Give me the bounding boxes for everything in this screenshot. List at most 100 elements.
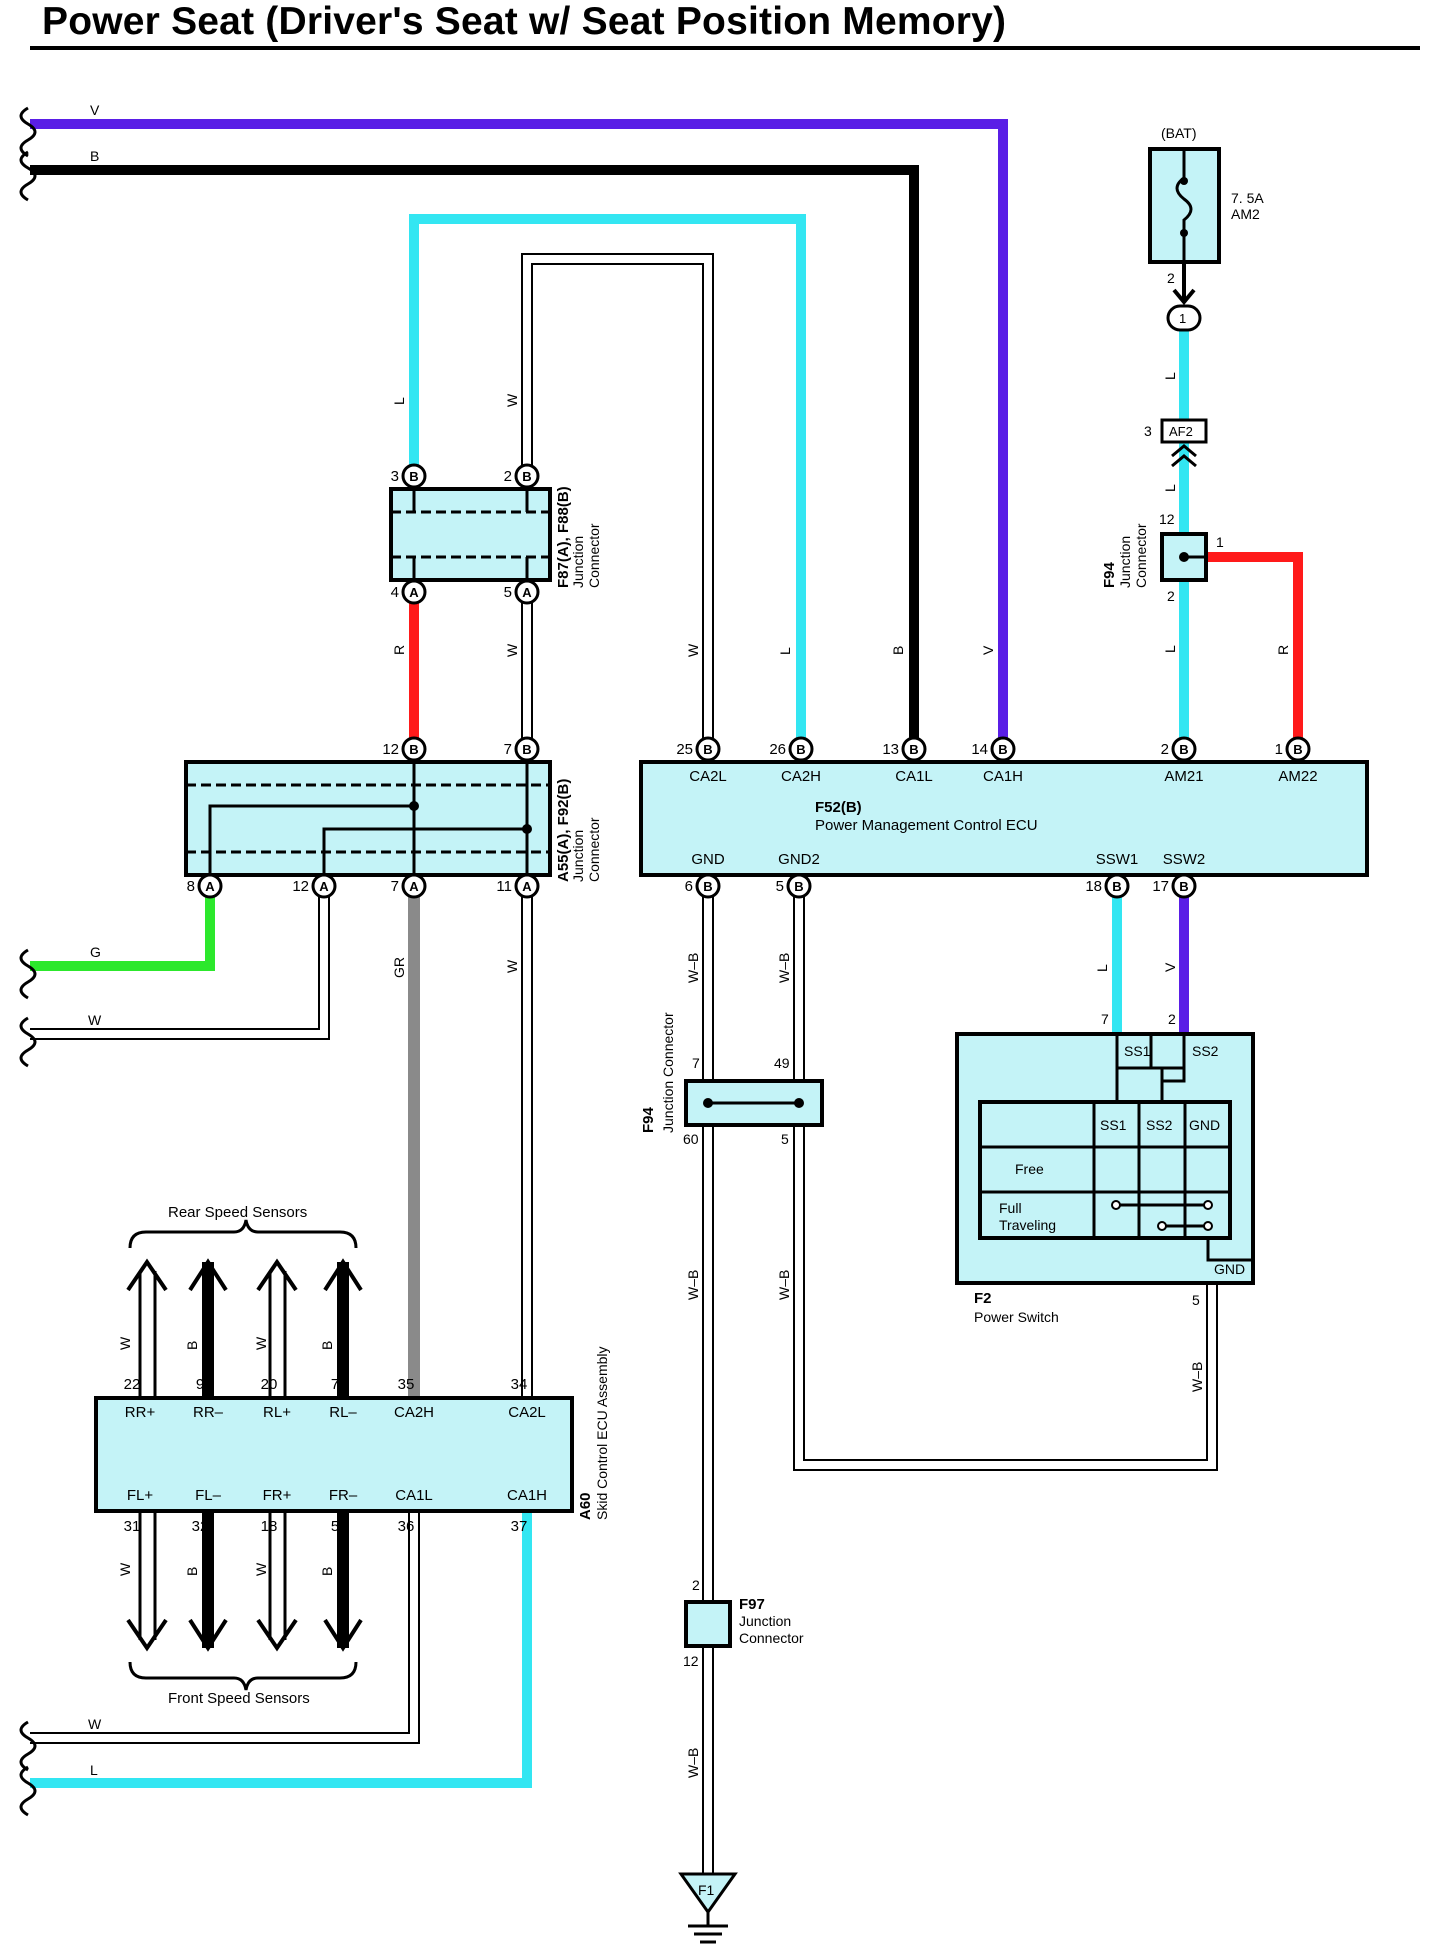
pin-letter: A: [409, 585, 419, 600]
connector-pin[interactable]: [1285, 736, 1311, 762]
connector-pin[interactable]: [990, 736, 1016, 762]
harness-label-w2: W: [88, 1716, 102, 1732]
wire-label: W–B: [685, 1270, 701, 1300]
af2-label: AF2: [1169, 424, 1193, 439]
power-management-ecu[interactable]: F52(B) Power Management Control ECU: [639, 760, 1369, 877]
connector-pin[interactable]: [514, 579, 540, 605]
wire-b-main[interactable]: [30, 165, 919, 749]
component-id: F94: [640, 1106, 657, 1133]
wire-v-main[interactable]: [30, 119, 1008, 749]
pin-signal-label: CA2H: [394, 1404, 434, 1421]
pin-number: 37: [511, 1518, 528, 1535]
arrow-icon: [188, 1618, 228, 1652]
pin-signal-label: FR–: [329, 1487, 358, 1504]
connector-pin[interactable]: [514, 736, 540, 762]
pin-number: 25: [676, 741, 693, 758]
component-desc: Junction: [739, 1613, 791, 1629]
connector-pin[interactable]: [311, 873, 337, 899]
junction-f97[interactable]: 2 12 F97 Junction Connector: [683, 1577, 804, 1669]
pin-number: 12: [292, 878, 309, 895]
skid-control-ecu[interactable]: A60 Skid Control ECU Assembly: [94, 1346, 610, 1520]
pin-signal-label: RR+: [125, 1404, 156, 1421]
wire-wb-gnd2[interactable]: [795, 886, 1216, 1469]
ground-f1[interactable]: F1: [678, 1872, 738, 1944]
front-sensor-wires: [126, 1512, 363, 1652]
pin-number: 36: [398, 1518, 415, 1535]
pin-signal-label: SSW1: [1096, 851, 1139, 868]
connector-pin[interactable]: [1104, 873, 1130, 899]
wire-g[interactable]: [30, 886, 215, 971]
wire-l-ca2h[interactable]: [409, 214, 806, 749]
switch-table: [978, 1100, 1232, 1240]
connector-pin[interactable]: [401, 736, 427, 762]
pin-number: 13: [882, 741, 899, 758]
pin-letter: B: [409, 469, 418, 484]
junction-f94-top[interactable]: 12 1 2 F94 Junction Connector: [1101, 511, 1224, 604]
connector-pin[interactable]: [197, 873, 223, 899]
pin-number: 8: [187, 878, 195, 895]
fuse-am2[interactable]: (BAT) 7. 5A AM2 2 1: [1148, 125, 1264, 332]
connector-pin[interactable]: [514, 873, 540, 899]
table-header: SS2: [1146, 1117, 1173, 1133]
connector-pin[interactable]: [401, 579, 427, 605]
pin-signal-label: AM22: [1278, 768, 1317, 785]
pin-signal-label: CA2L: [508, 1404, 546, 1421]
table-row-label: Free: [1015, 1161, 1044, 1177]
arrow-icon: [126, 1618, 168, 1652]
brace: [128, 1661, 358, 1691]
pin-number: 2: [1161, 741, 1169, 758]
connector-pin[interactable]: [786, 873, 812, 899]
junction-f87-f88[interactable]: F87(A), F88(B) Junction Connector: [389, 486, 602, 588]
wire-w-ca1l[interactable]: [30, 1512, 418, 1742]
pin-signal-label: RL+: [263, 1404, 291, 1421]
component-desc: Connector: [586, 523, 602, 588]
connector-pin[interactable]: [788, 736, 814, 762]
pin-label: 60: [683, 1131, 699, 1147]
pin-letter: B: [794, 879, 803, 894]
connector-pin[interactable]: [401, 873, 427, 899]
pin-number: 3: [391, 468, 399, 485]
pin-letter: B: [998, 742, 1007, 757]
component-id: F94: [1101, 561, 1118, 588]
fuse-icon: [1175, 149, 1193, 262]
wire-label: W–B: [685, 1748, 701, 1778]
rear-sensor-wires: [126, 1258, 363, 1398]
wire-label: W: [504, 959, 520, 973]
component-id: A55(A), F92(B): [555, 779, 572, 882]
wire-label: L: [777, 647, 793, 655]
component-id: A60: [577, 1492, 594, 1520]
pin-signal-label: RL–: [329, 1404, 357, 1421]
pin-letter: A: [319, 879, 329, 894]
junction-f94-mid[interactable]: 7 49 60 5 F94 Junction Connector: [640, 1012, 824, 1147]
wire-label: L: [391, 397, 407, 405]
connector-pin[interactable]: [1171, 873, 1197, 899]
pin-signal-label: CA1L: [895, 768, 933, 785]
pin-number: 5: [776, 878, 784, 895]
wire-r-am22[interactable]: [1192, 552, 1303, 749]
connector-pin[interactable]: [1171, 736, 1197, 762]
wire-label: B: [184, 1567, 200, 1576]
pin-label: 12: [1159, 511, 1175, 527]
arrow-icon: [126, 1258, 168, 1292]
connector-pin[interactable]: [901, 736, 927, 762]
connector-pin[interactable]: [695, 873, 721, 899]
harness-breaks: [19, 106, 37, 1817]
pin-signal-label: FL+: [127, 1487, 154, 1504]
connector-pin[interactable]: [401, 463, 427, 489]
wire-label: W: [504, 393, 520, 407]
arrow-icon: [256, 1258, 298, 1292]
connector-pin[interactable]: [695, 736, 721, 762]
arrow-icon: [188, 1258, 228, 1292]
pin-number: 5: [331, 1518, 339, 1535]
pin-signal-label: CA1H: [983, 768, 1023, 785]
junction-a55-f92[interactable]: A55(A), F92(B) Junction Connector: [184, 760, 602, 882]
connector-af2[interactable]: AF2 3: [1144, 418, 1208, 468]
connector-pin[interactable]: [514, 463, 540, 489]
pin-number: 4: [391, 584, 399, 601]
component-name: Power Switch: [974, 1309, 1059, 1325]
wire-w-a12[interactable]: [30, 886, 328, 1038]
wire-l-ca1h[interactable]: [30, 1512, 532, 1788]
harness-label-g: G: [90, 944, 101, 960]
power-switch-f2[interactable]: SS1 SS2 7 2 SS1 SS2 GND Free Full Travel…: [955, 1011, 1255, 1325]
wire-label: W–B: [776, 1270, 792, 1300]
